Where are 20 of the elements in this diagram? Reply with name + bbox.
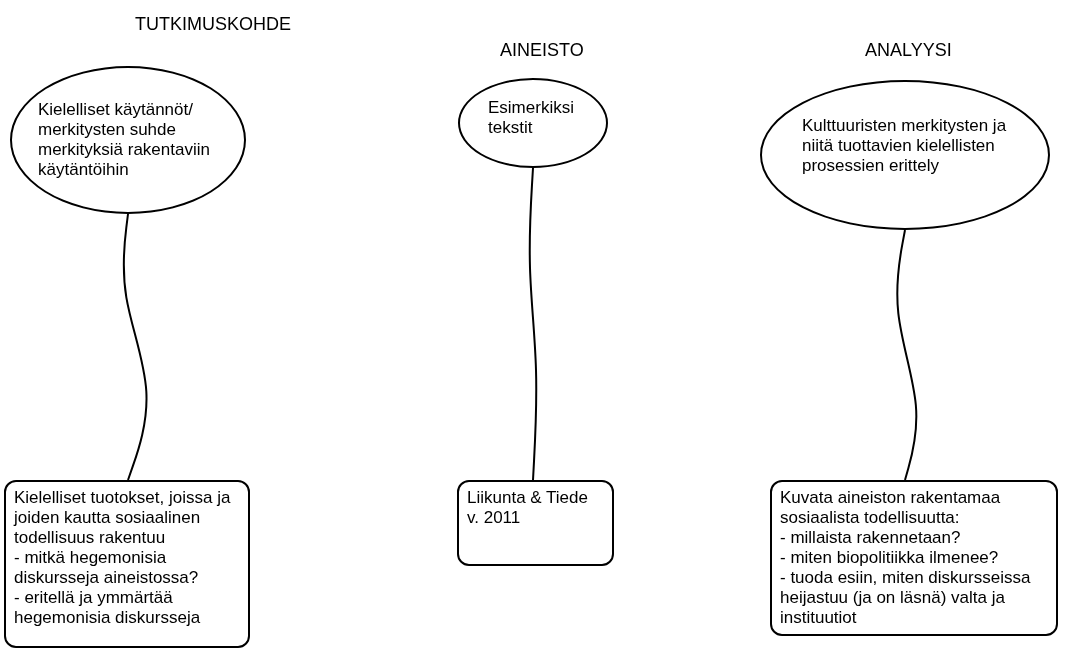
- node-text: Kielelliset käytännöt/ merkitysten suhde merkityksiä rakentaviin käytäntöihin: [38, 100, 211, 180]
- node-text: Kulttuuristen merkitysten ja niitä tuottavien kielellisten prosessien erittely: [802, 116, 1008, 176]
- node-text: - tuoda esiin, miten diskursseissa heijastuu (ja on läsnä) valta ja instituutiot: [780, 568, 1032, 628]
- rounded-box: [770, 480, 1058, 636]
- column-heading: AINEISTO: [500, 40, 584, 61]
- node-text: - millaista rakennetaan?: [780, 528, 962, 548]
- node-text: Kuvata aineiston rakentamaa sosiaalista todellisuutta:: [780, 488, 1002, 528]
- rounded-box: [4, 480, 250, 648]
- node-text: Kielelliset tuotokset, joissa ja joiden kautta sosiaalinen todellisuus rakentuu: [14, 488, 232, 548]
- node-text: - miten biopolitiikka ilmenee?: [780, 548, 1000, 568]
- connector-line: [528, 167, 538, 481]
- connector-line: [122, 213, 148, 481]
- connector-line: [896, 229, 918, 481]
- node-text: Liikunta & Tiede v. 2011: [467, 488, 589, 528]
- node-text: Esimerkiksi tekstit: [488, 98, 575, 138]
- column-heading: TUTKIMUSKOHDE: [135, 14, 291, 35]
- column-heading: ANALYYSI: [865, 40, 952, 61]
- node-text: - mitkä hegemonisia diskursseja aineistossa?: [14, 548, 200, 588]
- rounded-box: [457, 480, 614, 566]
- node-text: - eritellä ja ymmärtää hegemonisia diskursseja: [14, 588, 202, 628]
